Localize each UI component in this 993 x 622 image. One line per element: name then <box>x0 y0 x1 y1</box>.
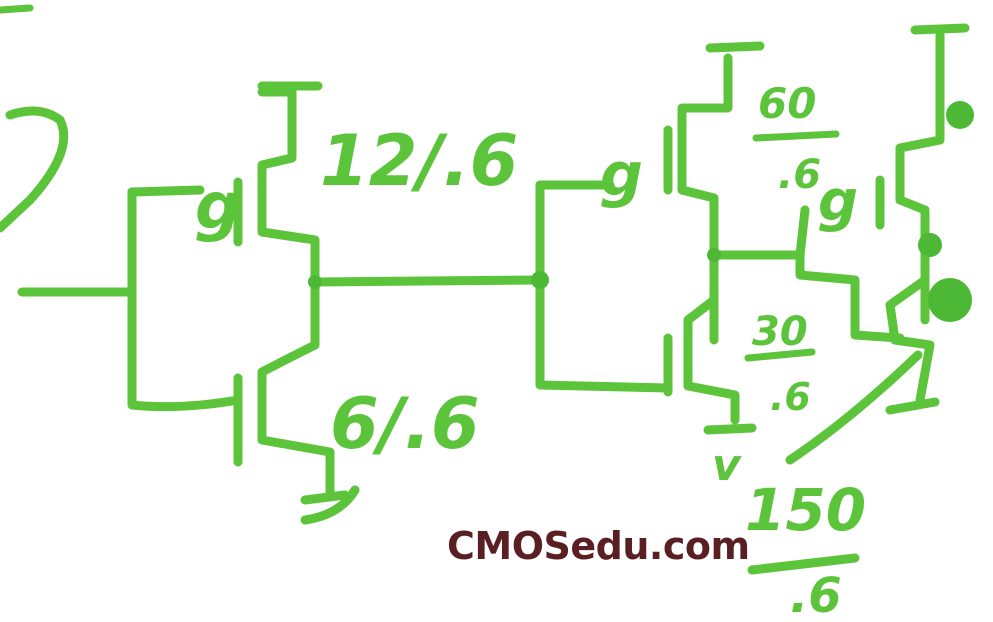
inv1-gate-label: g <box>195 170 241 244</box>
inv2-ground-mark: v <box>712 440 742 491</box>
inv3-pmos-channel <box>895 30 945 325</box>
inv2-pmos-channel <box>677 53 733 345</box>
inv2-pmos-fraction-bar <box>752 130 840 142</box>
cmosedu-watermark: CMOSedu.com <box>447 524 750 568</box>
inv3-nmos-size-num: 150 <box>745 476 866 544</box>
inv1-ground-bar <box>300 490 350 505</box>
inv1-ground-hook <box>300 485 360 525</box>
inv1-nmos-size-label: 6/.6 <box>330 383 480 465</box>
inv2-vdd-bar <box>705 41 765 53</box>
inv2-ground-bar <box>703 423 757 435</box>
junction-dot <box>531 271 549 289</box>
junction-dot <box>918 233 942 257</box>
inv3-nmos-fraction-bar <box>747 553 860 575</box>
inv3-vdd-bar <box>910 23 970 35</box>
inv1-pmos-channel <box>257 87 320 350</box>
inv2-output-wire <box>709 205 905 343</box>
inv2-pmos-size-num: 60 <box>758 79 816 128</box>
output-node-blob <box>928 278 972 322</box>
inv2-nmos-channel <box>683 295 740 425</box>
inv1-gate-bus <box>127 187 243 412</box>
inv3-gate-label: g <box>818 169 858 234</box>
inv1-nmos-channel <box>257 340 335 497</box>
inv3-nmos-size-den: .6 <box>790 568 842 622</box>
inv2-nmos-fraction-bar <box>744 348 816 362</box>
inv2-nmos-size-den: .6 <box>770 375 811 419</box>
inv2-gate-label: g <box>600 140 643 210</box>
inv2-nmos-size-num: 30 <box>752 309 808 355</box>
inv2-pmos-size-den: .6 <box>778 152 821 198</box>
inv2-gate-bus <box>535 180 673 393</box>
partial-sketch-dot <box>0 4 34 14</box>
inv3-pointer-line <box>785 350 923 465</box>
inv3-nmos-channel <box>885 275 935 405</box>
junction-dot <box>308 275 322 289</box>
junction-dot <box>707 248 721 262</box>
scribble-blob <box>946 101 974 129</box>
partial-sketch-topleft <box>0 106 69 233</box>
inv1-pmos-size-label: 12/.6 <box>320 120 518 202</box>
inv1-output-wire <box>310 275 545 287</box>
inv3-ground-bar <box>885 397 940 415</box>
inv1-pmos-gate-wire <box>127 185 205 197</box>
